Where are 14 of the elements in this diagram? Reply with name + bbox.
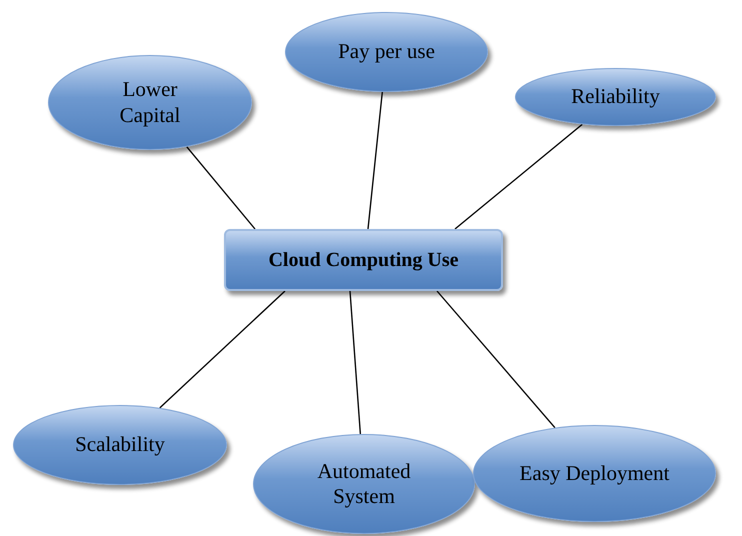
connector-line	[186, 146, 256, 230]
connector-line	[159, 290, 286, 408]
node-label: Pay per use	[338, 39, 435, 65]
connector-line	[436, 290, 556, 428]
connector-line	[367, 92, 383, 230]
node-label: Easy Deployment	[520, 460, 670, 486]
connector-line	[349, 290, 362, 434]
node-label: Lower Capital	[118, 77, 182, 128]
node-label: Automated System	[316, 458, 412, 510]
box-title: Cloud Computing Use	[268, 248, 459, 272]
node-label: Reliability	[571, 84, 660, 110]
connector-line	[454, 124, 583, 230]
process-box	[224, 229, 503, 291]
node-label: Scalability	[75, 432, 165, 458]
